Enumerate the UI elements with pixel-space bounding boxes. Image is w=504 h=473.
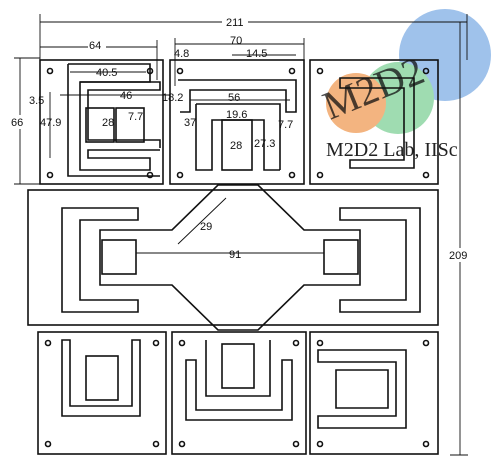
- label-64: 64: [89, 40, 101, 52]
- label-56: 56: [228, 92, 240, 104]
- dim-40-5: 40.5: [70, 67, 146, 79]
- dim-70: 70: [174, 35, 305, 86]
- label-46: 46: [120, 90, 132, 102]
- module-bottom-center: [171, 331, 307, 455]
- module-top-center: 56 37 19.6 7.7 28 27.3: [169, 59, 305, 185]
- module-bottom-left: [37, 331, 167, 455]
- label-28-left: 28: [102, 117, 114, 129]
- watermark-lab-text: M2D2 Lab, IISc: [326, 139, 458, 161]
- label-19-6: 19.6: [226, 109, 247, 121]
- dim-66: 66: [10, 57, 40, 185]
- label-37: 37: [184, 117, 196, 129]
- dim-211: 211: [39, 14, 468, 60]
- module-bottom-right: [309, 331, 439, 455]
- module-top-right: [309, 59, 439, 185]
- label-7-7-right: 7.7: [278, 119, 293, 131]
- label-91: 91: [229, 249, 241, 261]
- label-40-5: 40.5: [96, 67, 117, 79]
- label-70: 70: [230, 35, 242, 47]
- label-3-5: 3.5: [29, 95, 44, 107]
- label-27-3: 27.3: [254, 138, 275, 150]
- module-top-left: 28 7.7: [39, 59, 164, 185]
- label-28-center: 28: [230, 140, 242, 152]
- label-7-7-left: 7.7: [128, 111, 143, 123]
- label-209: 209: [449, 250, 467, 262]
- label-18-2: 18.2: [162, 92, 183, 104]
- module-center-cross: 91 29: [27, 184, 439, 331]
- label-211: 211: [226, 17, 244, 29]
- label-29: 29: [200, 221, 212, 233]
- label-14-5: 14.5: [246, 48, 267, 60]
- label-66: 66: [11, 117, 23, 129]
- dim-209: 209: [448, 22, 472, 456]
- label-47-9: 47.9: [40, 117, 61, 129]
- label-4-8: 4.8: [174, 48, 189, 60]
